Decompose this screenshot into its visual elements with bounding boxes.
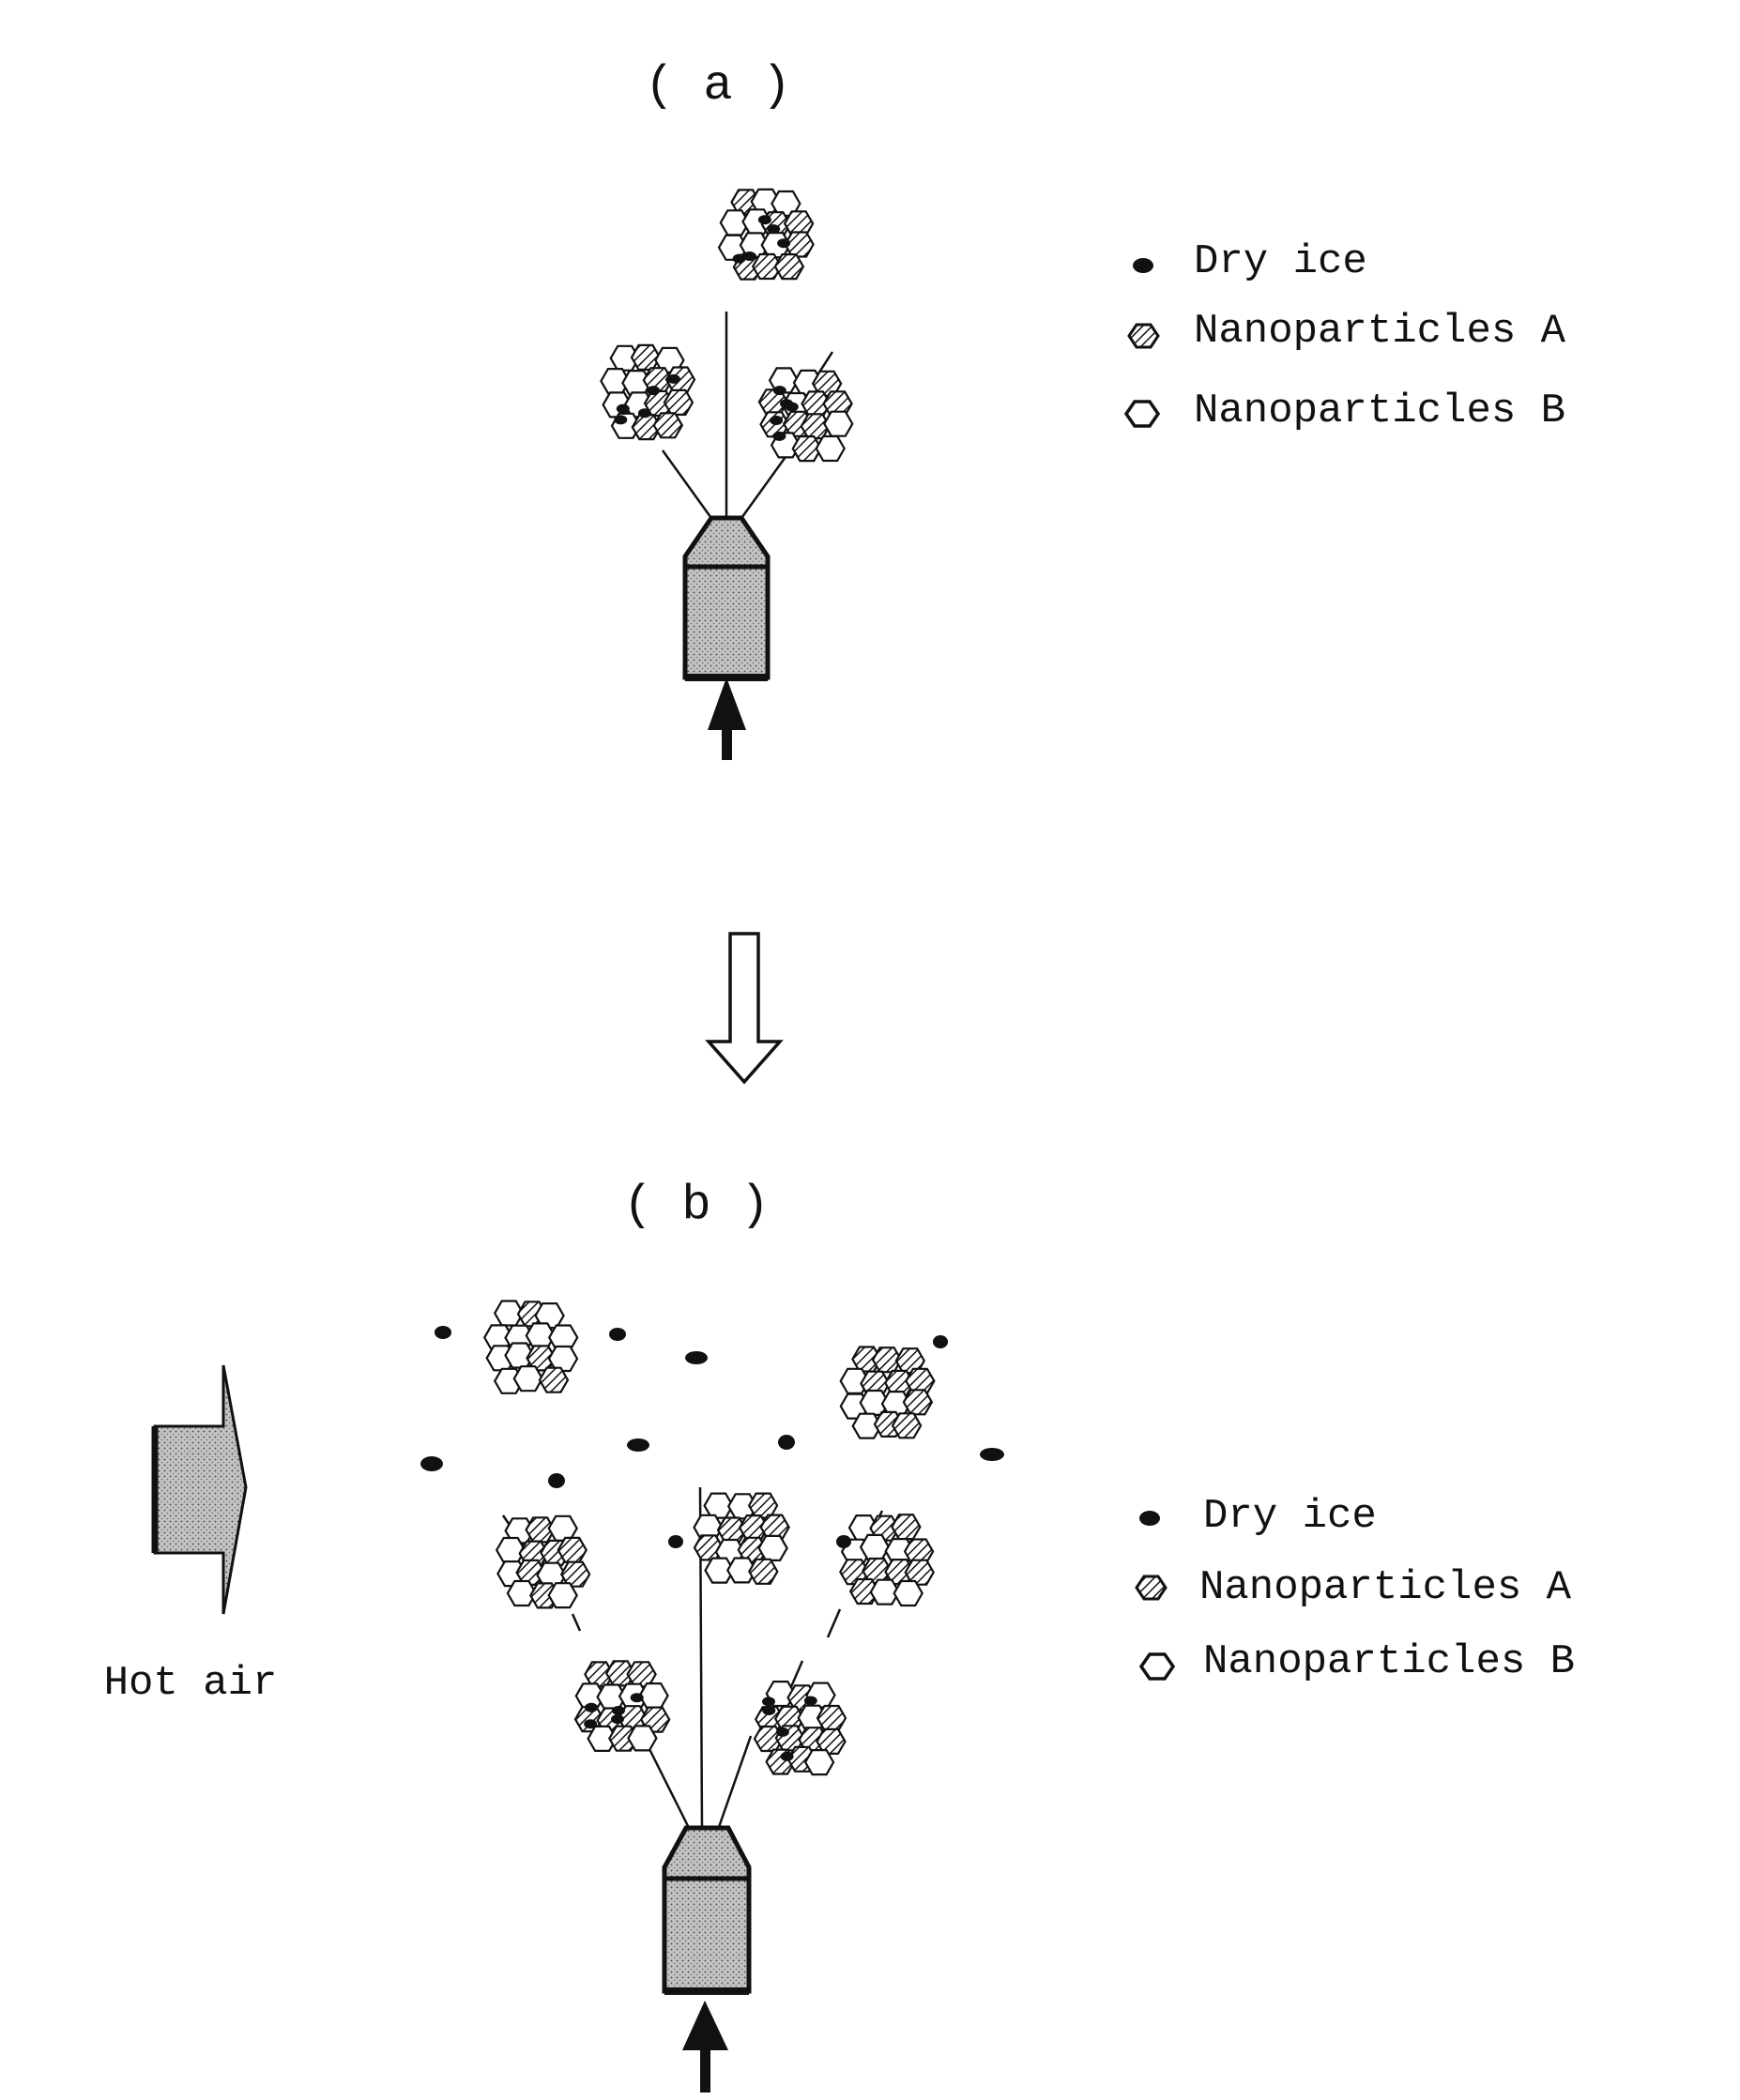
dry-ice-icon	[1139, 1511, 1160, 1526]
particle-cluster	[840, 1514, 933, 1605]
dry-ice-piece	[584, 1719, 597, 1728]
nanoparticle-a	[632, 345, 660, 370]
dry-ice-piece	[685, 1351, 708, 1364]
dry-ice-piece	[777, 238, 790, 248]
inflow-arrow-a	[708, 677, 746, 760]
legend-b-nanoparticle-b-text: Nanoparticles B	[1203, 1638, 1575, 1685]
nanoparticle-a-icon	[1137, 1576, 1166, 1599]
particle-cluster	[755, 1682, 846, 1774]
dry-ice-piece	[585, 1703, 598, 1712]
nanoparticle-b	[824, 412, 852, 436]
particle-cluster	[484, 1301, 577, 1393]
nanoparticle-a	[540, 1368, 568, 1392]
nanoparticle-a	[893, 1413, 921, 1438]
dry-ice-piece	[762, 1706, 775, 1715]
dry-ice-piece	[780, 399, 793, 408]
dry-ice-piece	[743, 251, 756, 261]
hot-air-arrow	[155, 1365, 246, 1614]
dry-ice-piece	[804, 1697, 817, 1706]
dry-ice-piece	[420, 1456, 443, 1471]
nanoparticle-b	[805, 1750, 833, 1774]
nanoparticle-a	[817, 1706, 846, 1730]
dry-ice-piece	[770, 416, 783, 425]
nanoparticle-b	[514, 1366, 542, 1391]
dry-ice-piece	[617, 404, 630, 414]
panel-b-label: ( b )	[623, 1178, 770, 1233]
spray-nozzle-a	[685, 518, 768, 677]
dry-ice-icon	[1133, 258, 1153, 273]
dry-ice-piece	[776, 1727, 789, 1737]
dry-ice-piece	[548, 1473, 565, 1488]
dry-ice-piece	[933, 1335, 948, 1348]
nanoparticle-a	[775, 254, 803, 279]
dry-ice-piece	[435, 1326, 451, 1339]
nanoparticle-b	[894, 1581, 923, 1605]
particle-cluster	[601, 345, 694, 439]
legend-b-nanoparticle-a-text: Nanoparticles A	[1199, 1564, 1572, 1611]
nanoparticle-b	[549, 1583, 577, 1607]
dry-ice-piece	[668, 1535, 683, 1548]
dry-ice-piece	[980, 1448, 1004, 1461]
nanoparticle-b-icon	[1141, 1654, 1173, 1679]
dry-ice-piece	[612, 1706, 625, 1715]
dry-ice-piece	[611, 1714, 624, 1724]
nanoparticle-b	[817, 436, 845, 461]
dry-ice-piece	[762, 1697, 775, 1706]
dry-ice-piece	[781, 1752, 794, 1761]
dry-ice-piece	[609, 1328, 626, 1341]
spray-nozzle-b	[664, 1828, 749, 1991]
dry-ice-piece	[773, 386, 786, 395]
legend-b: Dry ice Nanoparticles A Nanoparticles B	[1137, 1493, 1575, 1685]
dry-ice-piece	[836, 1535, 851, 1548]
nanoparticle-a	[558, 1538, 587, 1562]
dry-ice-piece	[614, 415, 627, 424]
dry-ice-piece	[778, 1435, 795, 1450]
nanoparticle-b	[628, 1726, 656, 1750]
nanoparticle-b	[861, 1535, 889, 1560]
nanoparticle-a	[749, 1560, 777, 1584]
hot-air-label: Hot air	[104, 1660, 278, 1707]
dry-ice-piece	[638, 408, 651, 418]
particle-cluster	[759, 368, 852, 461]
dry-ice-piece	[758, 215, 771, 224]
dry-ice-piece	[627, 1438, 649, 1452]
legend-a-nanoparticle-a-text: Nanoparticles A	[1194, 308, 1566, 355]
dry-ice-piece	[631, 1693, 644, 1702]
dry-ice-piece	[767, 224, 780, 234]
process-down-arrow	[709, 934, 780, 1082]
nanoparticle-b	[759, 1536, 787, 1560]
nanoparticle-a	[904, 1390, 932, 1414]
particle-cluster	[694, 1494, 789, 1584]
inflow-arrow-b	[682, 2001, 728, 2092]
legend-a-nanoparticle-b-text: Nanoparticles B	[1194, 388, 1565, 434]
particle-cluster	[496, 1516, 589, 1608]
particle-clusters-b	[484, 1301, 934, 1775]
particle-cluster	[575, 1661, 669, 1751]
legend-b-dry-ice-text: Dry ice	[1203, 1493, 1377, 1540]
legend-a-dry-ice-text: Dry ice	[1194, 238, 1367, 285]
dry-ice-piece	[772, 432, 786, 441]
nanoparticle-a	[664, 390, 693, 415]
panel-a-label: ( a )	[645, 58, 791, 114]
nanoparticle-a	[892, 1514, 920, 1539]
nanoparticle-a	[654, 413, 682, 437]
nanoparticle-a-icon	[1129, 325, 1158, 347]
nanoparticle-b-icon	[1126, 402, 1158, 426]
nanoparticle-b	[640, 1683, 668, 1708]
dry-ice-piece	[667, 374, 680, 384]
particle-cluster	[719, 190, 814, 280]
legend-a: Dry ice Nanoparticles A Nanoparticles B	[1126, 238, 1566, 434]
particle-cluster	[841, 1347, 935, 1438]
dry-ice-piece	[647, 386, 660, 395]
